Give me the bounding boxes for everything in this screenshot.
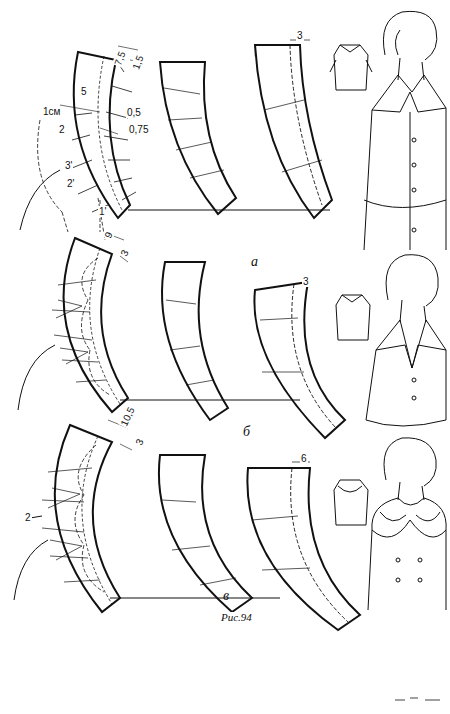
dimension-label: 10,5 <box>118 405 137 429</box>
row-c-extended-collar <box>247 462 360 630</box>
dimension-label: 0,75 <box>128 124 149 135</box>
dimension-label: 6 <box>300 453 308 464</box>
row-a-collar <box>160 62 236 214</box>
figure-caption: Рис.94 <box>220 612 253 623</box>
variant-letter: а <box>250 256 259 267</box>
dimension-label: 3' <box>64 160 73 171</box>
dimension-label: 3 <box>133 436 146 448</box>
dimension-label: 7,5 <box>112 49 128 68</box>
dimension-label: 3 <box>302 276 310 287</box>
variant-letter: в <box>222 590 230 601</box>
row-a-extended-collar <box>255 40 332 218</box>
dimension-label: 3 <box>296 30 304 41</box>
row-b-draft <box>18 234 300 412</box>
dimension-label: 5 <box>80 86 88 97</box>
row-b-figure <box>336 255 446 426</box>
row-c-figure <box>334 438 446 610</box>
dimension-label: 2 <box>58 124 66 135</box>
dimension-label: 1,5 <box>130 53 146 72</box>
row-a-figure <box>330 11 446 250</box>
row-b-collar <box>162 262 228 420</box>
dimension-label: 9 <box>102 229 115 241</box>
scan-marks <box>395 698 440 700</box>
dimension-label: 1' <box>98 206 107 217</box>
row-c-draft <box>14 420 280 612</box>
dimension-label: 0,5 <box>126 107 142 118</box>
dimension-label: 3 <box>118 247 131 259</box>
dimension-label: 2' <box>66 178 75 189</box>
row-b-extended-collar <box>254 282 345 438</box>
dimension-label: 1см <box>42 106 61 117</box>
dimension-label: 2 <box>24 512 32 523</box>
row-a-draft <box>20 46 330 240</box>
variant-letter: б <box>242 426 251 437</box>
row-c-collar <box>159 455 252 612</box>
